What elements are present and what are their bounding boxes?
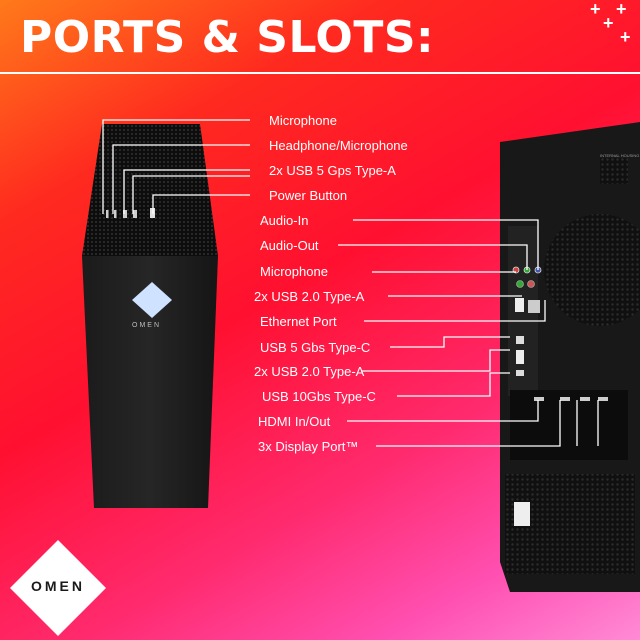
page-title: PORTS & SLOTS: [20,12,435,63]
plus-decoration: + [603,13,614,33]
rear-engraving: INTERNAL HOUSING [600,153,640,158]
plus-decoration: + [620,27,631,47]
pc-tower-rear [500,122,640,592]
callout-label: Headphone/Microphone [269,138,408,153]
omen-logo-text: OMEN [31,578,85,594]
callout-label: 2x USB 2.0 Type-A [254,364,365,379]
callout-label: HDMI In/Out [258,414,331,429]
callout-label: Audio-Out [260,238,319,253]
callout-label: 3x Display Port™ [258,439,359,454]
callout-label: USB 10Gbs Type-C [262,389,376,404]
callout-label: USB 5 Gbs Type-C [260,340,371,355]
omen-logo-badge: OMEN [10,540,106,636]
title-divider [0,72,640,74]
callout-label: 2x USB 5 Gps Type-A [269,163,396,178]
tower-logo-text: OMEN [132,322,161,329]
callout-label: Ethernet Port [260,314,337,329]
callout-label: Microphone [260,264,328,279]
plus-decoration: + [616,0,627,19]
callout-label: 2x USB 2.0 Type-A [254,289,365,304]
pc-tower-front [82,124,218,508]
plus-decoration: + [590,0,601,19]
callout-label: Power Button [269,188,348,203]
callout-label: Audio-In [260,213,309,228]
callout-label: Microphone [269,113,337,128]
